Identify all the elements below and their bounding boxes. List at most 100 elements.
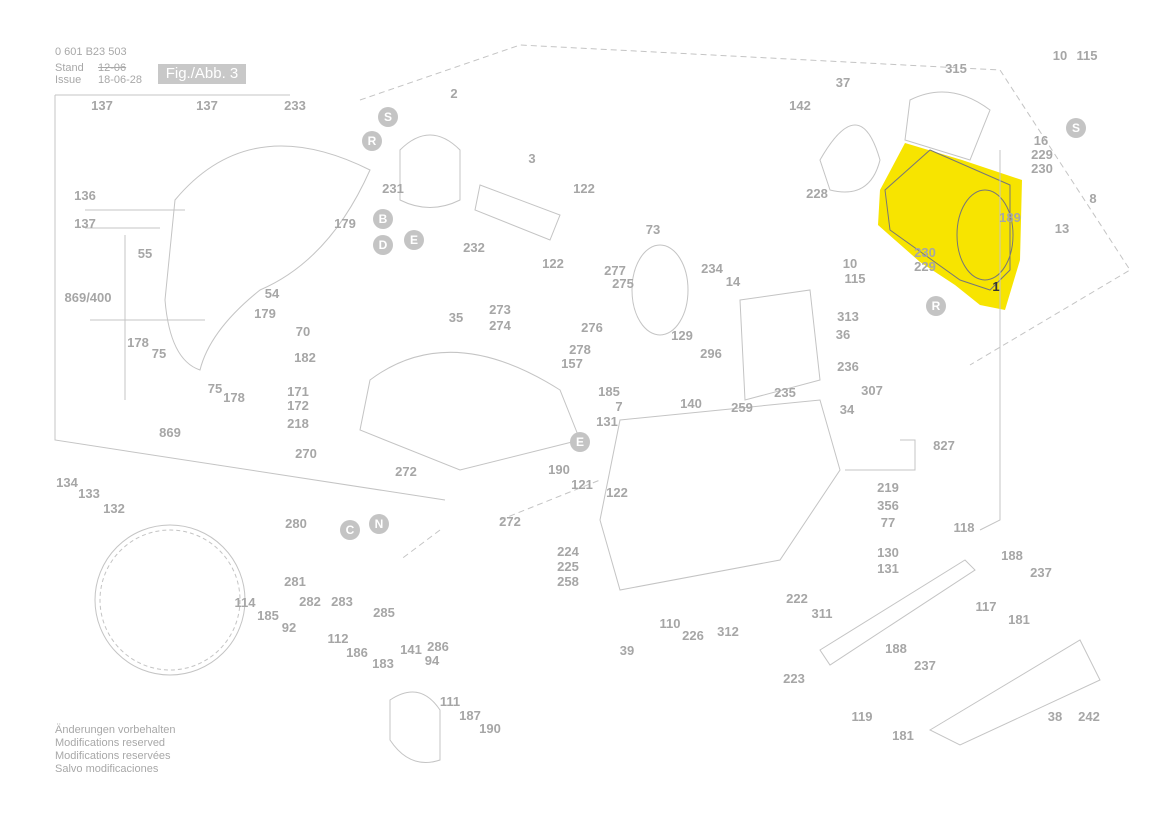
part-callout-230: 230 bbox=[1031, 161, 1053, 176]
part-callout-178: 178 bbox=[223, 390, 245, 405]
part-callout-185: 185 bbox=[598, 384, 620, 399]
part-callout-1: 1 bbox=[992, 279, 1000, 294]
part-callout-869: 869 bbox=[159, 425, 181, 440]
issue-label: Issue bbox=[55, 74, 82, 86]
footer-line: Änderungen vorbehalten bbox=[55, 724, 176, 736]
part-callout-171: 171 bbox=[287, 384, 309, 399]
part-callout-182: 182 bbox=[294, 350, 316, 365]
part-callout-356: 356 bbox=[877, 498, 899, 513]
part-callout-130: 130 bbox=[877, 545, 899, 560]
reference-marker-s: S bbox=[378, 107, 398, 127]
part-callout-280: 280 bbox=[285, 516, 307, 531]
part-callout-229: 229 bbox=[1031, 147, 1053, 162]
reference-marker-e: E bbox=[570, 432, 590, 452]
part-callout-242: 242 bbox=[1078, 709, 1100, 724]
part-callout-281: 281 bbox=[284, 574, 306, 589]
part-callout-122: 122 bbox=[606, 485, 628, 500]
part-callout-137: 137 bbox=[196, 98, 218, 113]
part-callout-285: 285 bbox=[373, 605, 395, 620]
part-callout-131: 131 bbox=[877, 561, 899, 576]
part-callout-185: 185 bbox=[257, 608, 279, 623]
part-callout-228: 228 bbox=[806, 186, 828, 201]
part-callout-129: 129 bbox=[671, 328, 693, 343]
part-callout-137: 137 bbox=[91, 98, 113, 113]
part-callout-92: 92 bbox=[281, 620, 297, 635]
part-callout-132: 132 bbox=[103, 501, 125, 516]
part-callout-118: 118 bbox=[953, 520, 975, 535]
part-callout-8: 8 bbox=[1089, 191, 1097, 206]
part-callout-37: 37 bbox=[835, 75, 851, 90]
part-callout-39: 39 bbox=[619, 643, 635, 658]
part-callout-121: 121 bbox=[571, 477, 593, 492]
part-callout-276: 276 bbox=[581, 320, 603, 335]
part-callout-7: 7 bbox=[615, 399, 623, 414]
part-callout-296: 296 bbox=[700, 346, 722, 361]
part-callout-237: 237 bbox=[914, 658, 936, 673]
part-callout-181: 181 bbox=[1008, 612, 1030, 627]
part-callout-232: 232 bbox=[463, 240, 485, 255]
part-callout-157: 157 bbox=[561, 356, 583, 371]
part-callout-236: 236 bbox=[837, 359, 859, 374]
part-callout-55: 55 bbox=[137, 246, 153, 261]
part-callout-2: 2 bbox=[450, 86, 458, 101]
stand-label: Stand bbox=[55, 62, 84, 74]
part-callout-141: 141 bbox=[400, 642, 422, 657]
footer-line: Modifications reserved bbox=[55, 737, 166, 749]
reference-marker-e: E bbox=[404, 230, 424, 250]
reference-marker-d: D bbox=[373, 235, 393, 255]
highlight-region bbox=[878, 143, 1022, 310]
part-callout-282: 282 bbox=[299, 594, 321, 609]
part-callout-234: 234 bbox=[701, 261, 723, 276]
part-callout-75: 75 bbox=[151, 346, 167, 361]
part-callout-272: 272 bbox=[395, 464, 417, 479]
part-callout-179: 179 bbox=[334, 216, 356, 231]
part-callout-77: 77 bbox=[880, 515, 896, 530]
part-callout-190: 190 bbox=[548, 462, 570, 477]
part-callout-275: 275 bbox=[612, 276, 634, 291]
part-callout-10: 10 bbox=[1052, 48, 1068, 63]
part-callout-112: 112 bbox=[327, 631, 349, 646]
part-callout-134: 134 bbox=[56, 475, 78, 490]
part-callout-278: 278 bbox=[569, 342, 591, 357]
part-callout-222: 222 bbox=[786, 591, 808, 606]
part-callout-223: 223 bbox=[783, 671, 805, 686]
part-callout-225: 225 bbox=[557, 559, 579, 574]
part-callout-186: 186 bbox=[346, 645, 368, 660]
part-callout-38: 38 bbox=[1047, 709, 1063, 724]
figure-label: Fig./Abb. 3 bbox=[158, 64, 246, 84]
part-callout-35: 35 bbox=[448, 310, 464, 325]
part-callout-189: 189 bbox=[999, 210, 1021, 225]
part-callout-274: 274 bbox=[489, 318, 511, 333]
part-callout-231: 231 bbox=[382, 181, 404, 196]
part-callout-187: 187 bbox=[459, 708, 481, 723]
part-callout-179: 179 bbox=[254, 306, 276, 321]
issue-date: 18-06-28 bbox=[98, 74, 143, 86]
footer-line: Salvo modificaciones bbox=[55, 763, 159, 775]
part-callout-75: 75 bbox=[207, 381, 223, 396]
part-callout-133: 133 bbox=[78, 486, 100, 501]
part-callout-869-400: 869/400 bbox=[64, 290, 112, 305]
part-callout-3: 3 bbox=[528, 151, 536, 166]
part-callout-311: 311 bbox=[811, 606, 833, 621]
part-callout-115: 115 bbox=[1076, 48, 1098, 63]
part-callout-119: 119 bbox=[851, 709, 873, 724]
part-callout-36: 36 bbox=[835, 327, 851, 342]
part-callout-178: 178 bbox=[127, 335, 149, 350]
part-callout-110: 110 bbox=[659, 616, 681, 631]
part-callout-286: 286 bbox=[427, 639, 449, 654]
reference-marker-r: R bbox=[362, 131, 382, 151]
part-callout-10: 10 bbox=[842, 256, 858, 271]
document-number: 0 601 B23 503 bbox=[55, 46, 127, 58]
part-callout-122: 122 bbox=[542, 256, 564, 271]
part-callout-16: 16 bbox=[1033, 133, 1049, 148]
part-callout-233: 233 bbox=[284, 98, 306, 113]
part-callout-70: 70 bbox=[295, 324, 311, 339]
part-callout-181: 181 bbox=[892, 728, 914, 743]
reference-marker-b: B bbox=[373, 209, 393, 229]
part-callout-229: 229 bbox=[914, 259, 936, 274]
part-callout-312: 312 bbox=[717, 624, 739, 639]
part-callout-117: 117 bbox=[975, 599, 997, 614]
part-callout-111: 111 bbox=[439, 694, 461, 709]
part-callout-188: 188 bbox=[885, 641, 907, 656]
